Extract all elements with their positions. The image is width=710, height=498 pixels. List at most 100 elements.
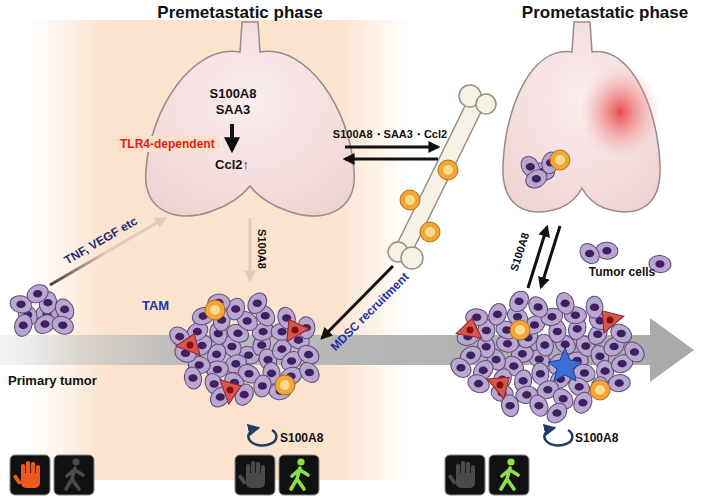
tumor-cell [486, 301, 509, 327]
cell-nucleus [187, 342, 194, 349]
cell-nucleus [210, 380, 219, 388]
lung-arrow [541, 226, 560, 287]
mdsc-cell [438, 160, 458, 180]
tumor-cell [576, 240, 603, 268]
cell-nucleus [530, 321, 539, 329]
cell-nucleus [482, 343, 491, 351]
cell-nucleus [60, 306, 69, 314]
cell-nucleus [197, 342, 206, 350]
node-text: Ccl2↑ [207, 157, 257, 173]
tumor-cell [447, 354, 475, 381]
tam-cell [220, 374, 246, 405]
cell-nucleus [497, 382, 504, 389]
cell-nucleus [294, 336, 303, 344]
cell-nucleus [595, 352, 604, 360]
cell-nucleus [607, 317, 614, 324]
cell-nucleus [519, 377, 528, 385]
cell-nucleus [580, 369, 589, 377]
mdsc-core [555, 155, 565, 165]
bone-arrow [345, 146, 438, 149]
tumor-cell [49, 313, 76, 337]
bone [388, 85, 496, 269]
mdsc-core [405, 195, 415, 205]
cell-nucleus [267, 370, 276, 378]
tam-cell [456, 316, 485, 338]
tissue-node: S100A8 [430, 280, 655, 455]
cell-nucleus [33, 290, 42, 298]
cell-nucleus [213, 366, 222, 374]
cell-nucleus [243, 317, 252, 325]
cell-nucleus [227, 387, 234, 394]
tumor-cell [244, 289, 271, 317]
cell-nucleus [553, 328, 562, 336]
cell-nucleus [277, 328, 286, 336]
cell-nucleus [277, 345, 286, 353]
cell-nucleus [258, 382, 267, 390]
phase-glow [30, 20, 410, 480]
cell-nucleus [590, 303, 599, 311]
cell-nucleus [233, 330, 242, 338]
star-cell [548, 348, 582, 381]
tumor-cell [543, 399, 571, 427]
mdsc-cell [275, 375, 295, 395]
node-text: S100A8 [280, 430, 323, 446]
mdsc-cell [590, 380, 610, 400]
cell-nucleus [630, 348, 639, 356]
tumor-cell [554, 290, 577, 316]
cell-nucleus [526, 163, 535, 171]
cell-nucleus [188, 374, 197, 382]
tumor-cell [589, 375, 610, 400]
annotation: S100A8 [507, 231, 534, 273]
cell-nucleus [615, 379, 624, 387]
mdsc-core [210, 305, 220, 315]
metastasis-spot [580, 66, 660, 158]
cell-nucleus [514, 298, 523, 306]
cell-nucleus [559, 395, 568, 403]
tumor-cell [607, 373, 631, 393]
cell-nucleus [43, 299, 52, 307]
lung [146, 22, 355, 216]
tumor-cell [621, 338, 648, 366]
mdsc-cell [205, 300, 225, 320]
annotation: S100A8・SAA3・Ccl2 [333, 127, 447, 142]
cell-nucleus [535, 355, 544, 363]
cell-nucleus [547, 313, 556, 321]
tissue-node: S100A8 SAA3TLR4-dependentCcl2↑ [112, 40, 362, 218]
autocrine-loop [248, 428, 276, 446]
cell-nucleus [212, 351, 221, 359]
autocrine-loop [544, 428, 572, 446]
tumor-cell [585, 296, 603, 319]
cell-nucleus [227, 343, 236, 351]
cell-nucleus [467, 327, 474, 334]
tumor-cell [182, 366, 203, 391]
cell-nucleus [575, 383, 584, 391]
mdsc-cell [400, 190, 420, 210]
cell-nucleus [571, 311, 580, 319]
cell-nucleus [231, 360, 240, 368]
cell-nucleus [522, 391, 531, 399]
cell-nucleus [540, 341, 549, 349]
cell-nucleus [493, 311, 502, 319]
cell-nucleus [216, 393, 225, 401]
cells [8, 150, 671, 427]
lung [503, 22, 660, 212]
cell-nucleus [536, 370, 545, 378]
mdsc-cell [550, 150, 570, 170]
tam-cell [278, 313, 310, 342]
cell-nucleus [261, 312, 270, 320]
cell-nucleus [244, 370, 253, 378]
tumor-cell [506, 287, 533, 315]
cell-nucleus [581, 342, 590, 350]
tam-cell [487, 367, 518, 398]
cell-nucleus [40, 320, 49, 328]
cell-nucleus [543, 386, 552, 394]
cell-nucleus [655, 260, 664, 268]
cell-nucleus [561, 300, 570, 308]
tam-cell [592, 302, 623, 333]
cell-nucleus [253, 299, 262, 307]
cell-nucleus [472, 313, 481, 321]
mdsc-cell [420, 222, 440, 242]
cell-nucleus [259, 328, 268, 336]
cell-nucleus [466, 352, 475, 360]
